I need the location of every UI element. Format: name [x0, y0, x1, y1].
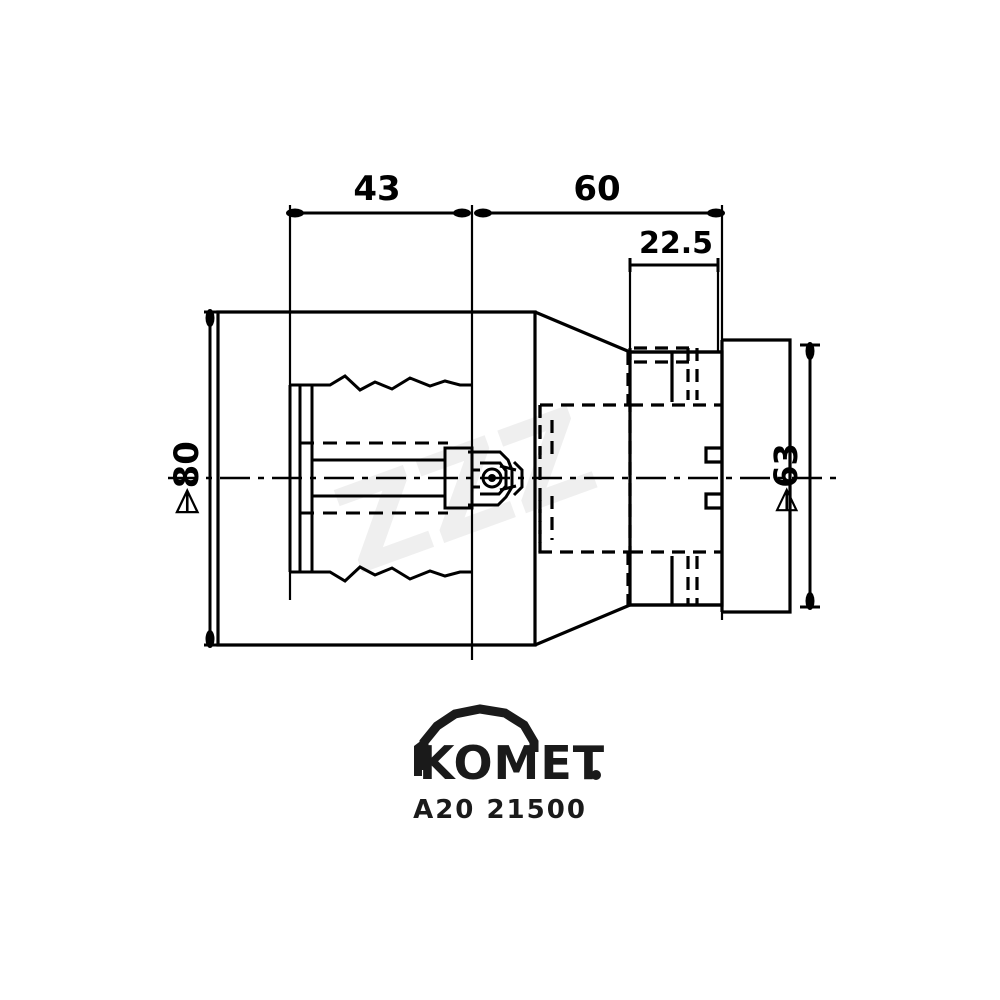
logo-part-number: A20 21500: [413, 795, 587, 825]
bore-wall-top-break: [290, 374, 472, 392]
dim-label-dia-80: ⌲80: [167, 441, 207, 515]
dim-label-60: 60: [573, 169, 620, 209]
dim-arrow-43-left: [286, 208, 304, 218]
taper-top: [534, 310, 631, 354]
body-outline-right: [628, 338, 792, 614]
body-outline-left-flange: [216, 310, 631, 647]
notch-upper: [704, 446, 722, 464]
dim-arrow-60-left: [474, 208, 492, 218]
bore-wall-bottom-break: [290, 565, 472, 583]
logo-brand-text: KOMET: [419, 736, 605, 790]
coupling-outer-profile: [468, 450, 514, 507]
notch-lower: [704, 492, 722, 510]
dim-arrow-60-right: [707, 208, 725, 218]
dim-label-dia-63: ⌲63: [767, 443, 805, 513]
coupling-hatch-2: [499, 484, 517, 492]
coupling-hatch-1: [499, 464, 517, 472]
hidden-lines-right: [538, 346, 722, 605]
dim-label-43: 43: [353, 169, 400, 209]
logo-registered-dot: [591, 770, 601, 780]
dimension-labels: 43 60 22.5 ⌲80 ⌲63: [167, 169, 805, 515]
dim-arrow-43-right: [453, 208, 471, 218]
taper-bottom: [534, 603, 631, 647]
logo-arc-mark: [419, 704, 539, 770]
right-body-rect: [722, 338, 792, 614]
shank-block: [443, 446, 474, 510]
logo-tick-mark: [414, 738, 429, 776]
dim-label-22-5: 22.5: [639, 226, 713, 261]
komet-logo: KOMET A20 21500: [413, 704, 605, 825]
hidden-lines-left-bore: [300, 441, 448, 515]
